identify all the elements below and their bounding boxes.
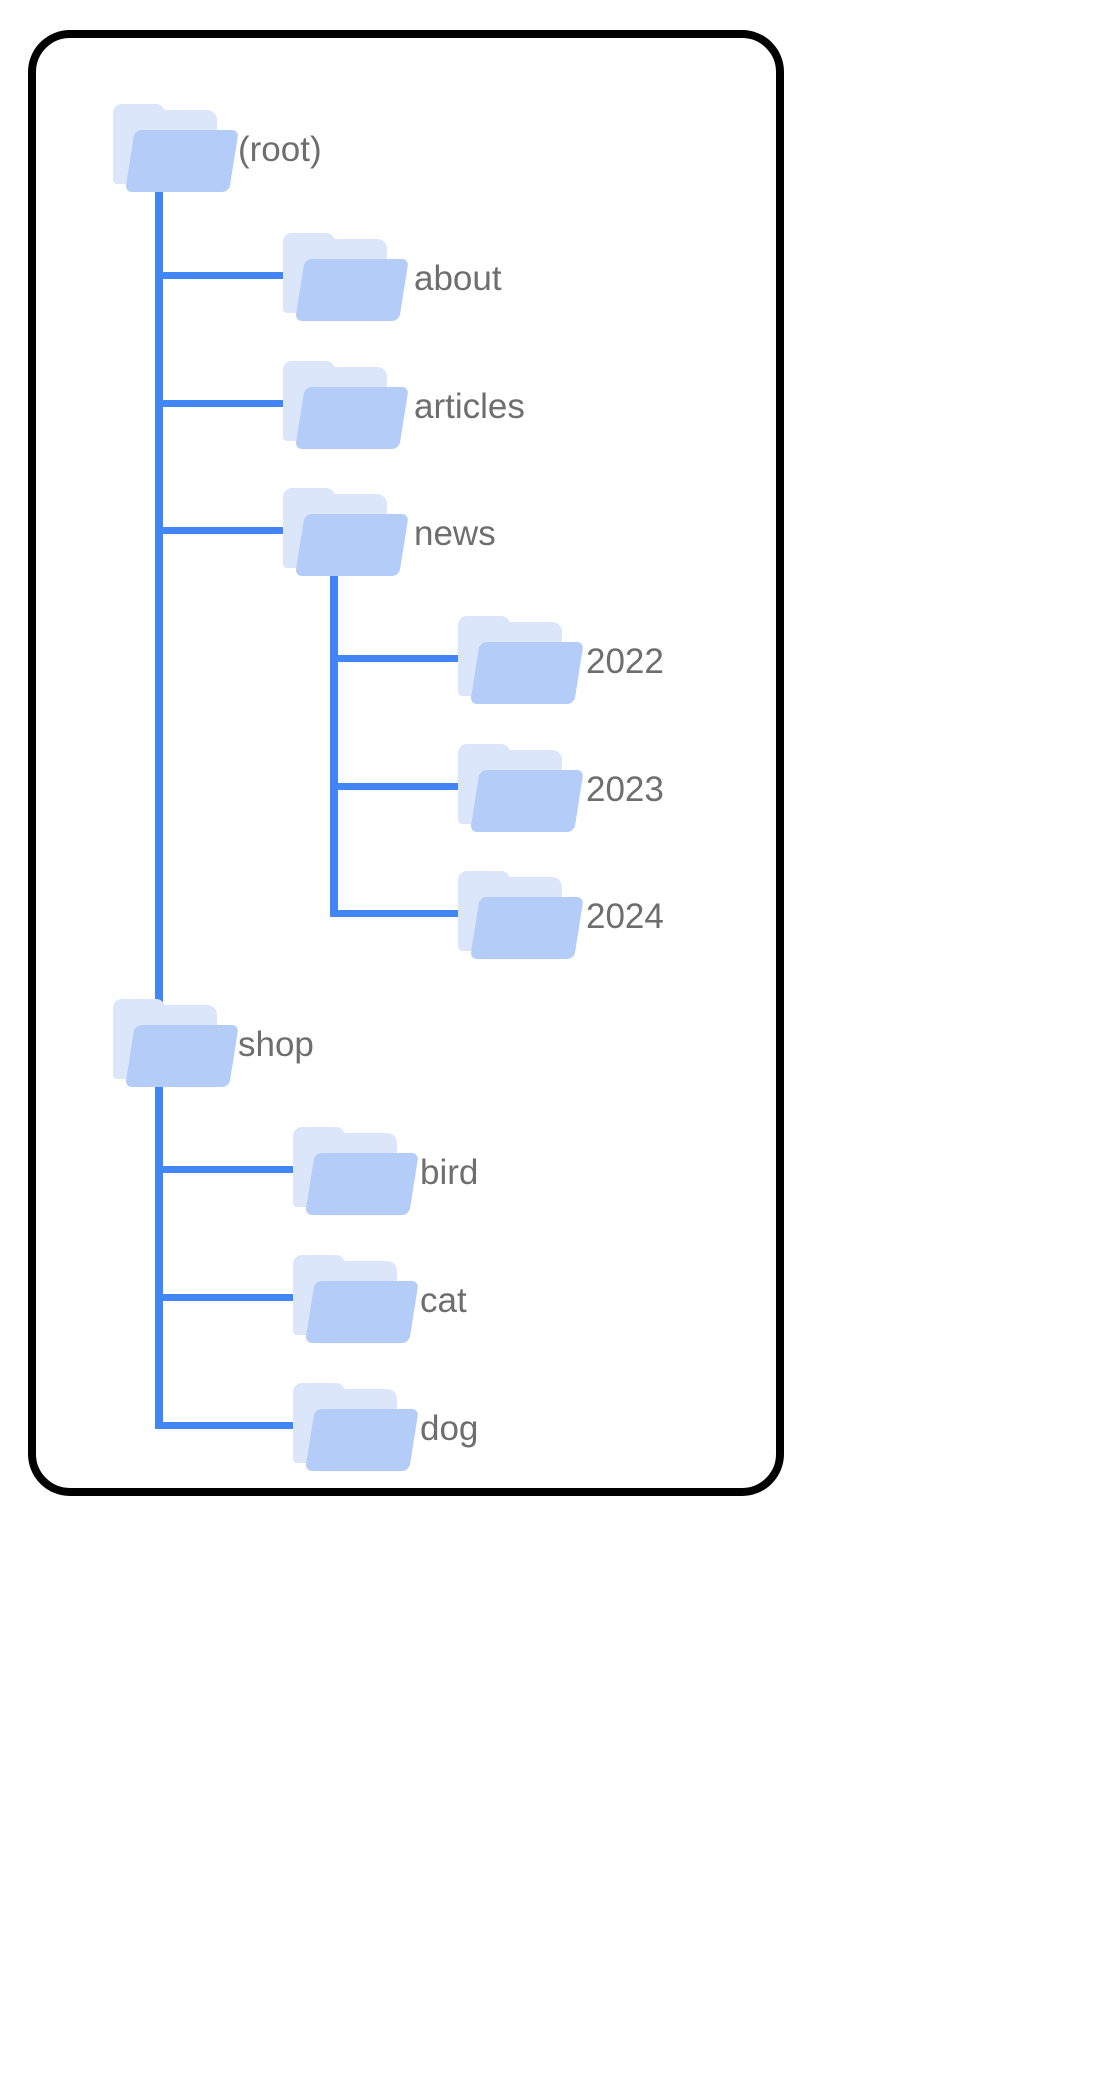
node-label-cat: cat	[420, 1281, 467, 1320]
folder-tab	[283, 361, 335, 387]
folder-tab	[113, 999, 165, 1025]
folder-tab	[113, 104, 165, 130]
folder-front	[295, 514, 409, 576]
folder-tab	[458, 744, 510, 770]
connector-branch-dog	[155, 1422, 296, 1429]
node-label-2024: 2024	[586, 897, 664, 936]
folder-tab	[293, 1383, 345, 1409]
folder-front	[470, 897, 584, 959]
connector-branch-articles	[155, 400, 286, 407]
node-label-2022: 2022	[586, 642, 664, 681]
connector-branch-news	[155, 527, 286, 534]
folder-icon-root[interactable]	[105, 104, 239, 192]
connector-branch-2024	[330, 910, 462, 917]
folder-icon-2022[interactable]	[450, 616, 584, 704]
folder-front	[470, 770, 584, 832]
connector-branch-bird	[155, 1166, 296, 1173]
node-label-news: news	[414, 514, 496, 553]
folder-icon-articles[interactable]	[275, 361, 409, 449]
folder-front	[125, 1025, 239, 1087]
folder-tab	[283, 233, 335, 259]
folder-tab	[293, 1127, 345, 1153]
folder-tab	[283, 488, 335, 514]
node-label-bird: bird	[420, 1153, 479, 1192]
node-label-articles: articles	[414, 387, 525, 426]
node-label-about: about	[414, 259, 502, 298]
folder-front	[295, 259, 409, 321]
folder-icon-bird[interactable]	[285, 1127, 419, 1215]
connector-branch-about	[155, 272, 286, 279]
connector-trunk-root	[155, 178, 163, 1014]
folder-front	[305, 1281, 419, 1343]
folder-icon-2023[interactable]	[450, 744, 584, 832]
folder-front	[305, 1153, 419, 1215]
folder-tab	[458, 616, 510, 642]
node-label-dog: dog	[420, 1409, 479, 1448]
connector-trunk-news	[330, 562, 338, 913]
folder-icon-about[interactable]	[275, 233, 409, 321]
node-label-2023: 2023	[586, 770, 664, 809]
folder-icon-2024[interactable]	[450, 871, 584, 959]
folder-icon-cat[interactable]	[285, 1255, 419, 1343]
connector-trunk-shop	[155, 1073, 163, 1425]
connector-branch-2022	[330, 655, 462, 662]
node-label-root: (root)	[238, 130, 322, 169]
folder-icon-shop[interactable]	[105, 999, 239, 1087]
folder-tab	[293, 1255, 345, 1281]
folder-front	[125, 130, 239, 192]
folder-icon-dog[interactable]	[285, 1383, 419, 1471]
folder-icon-news[interactable]	[275, 488, 409, 576]
connector-branch-cat	[155, 1294, 296, 1301]
node-label-shop: shop	[238, 1025, 314, 1064]
folder-front	[305, 1409, 419, 1471]
folder-tab	[458, 871, 510, 897]
connector-branch-2023	[330, 783, 462, 790]
folder-front	[295, 387, 409, 449]
folder-front	[470, 642, 584, 704]
